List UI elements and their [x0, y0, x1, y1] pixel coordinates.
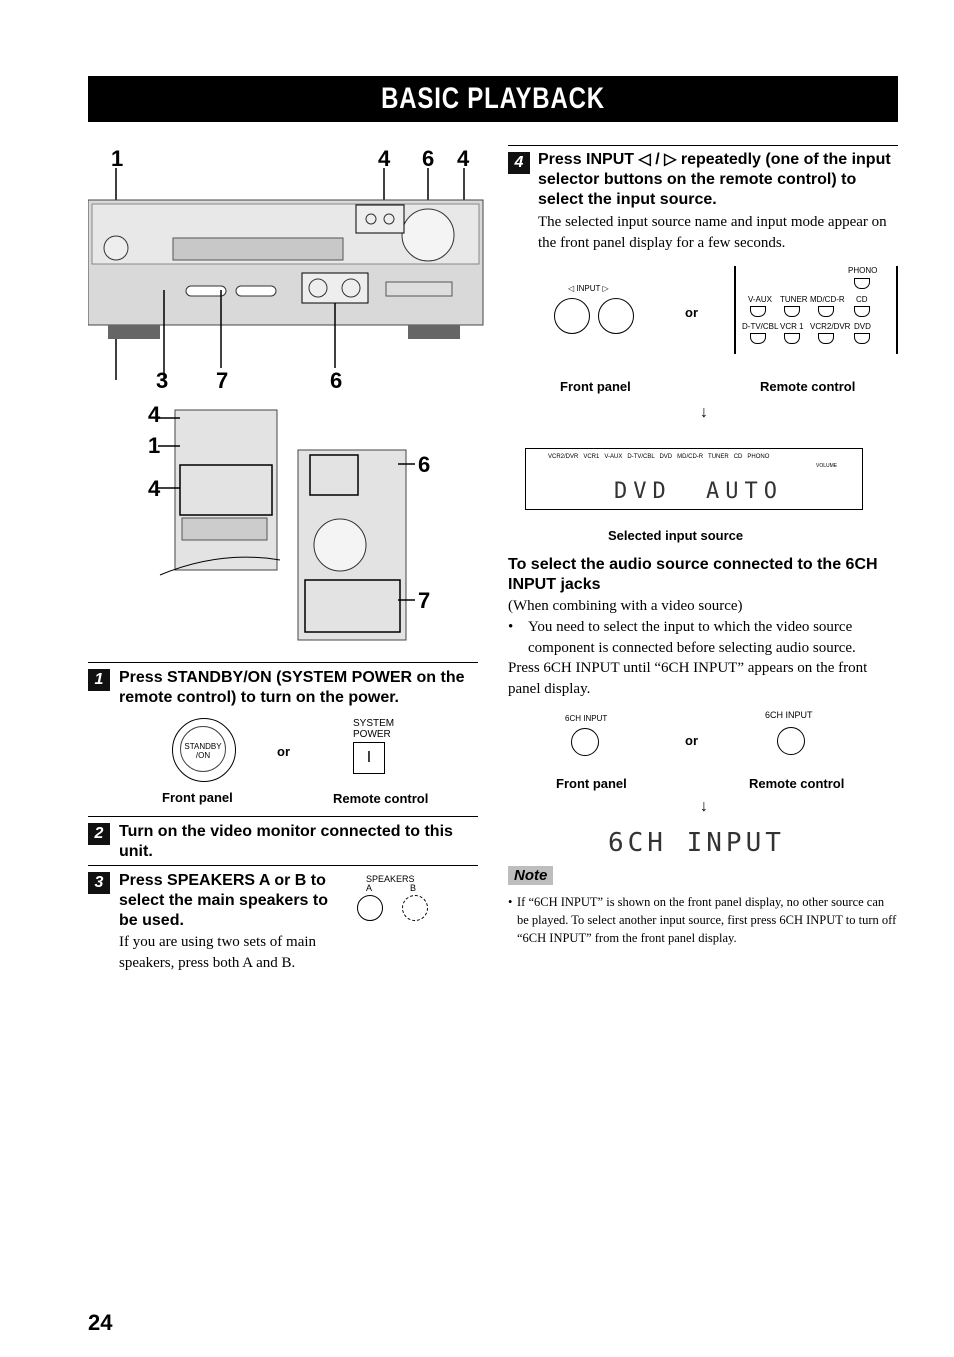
remote-dtv-label: D-TV/CBL [742, 322, 779, 331]
remote-mdcdr-label: MD/CD-R [810, 295, 845, 304]
step1-rule [88, 662, 478, 663]
remote-cd-label: CD [856, 295, 868, 304]
display-sources: VCR2/DVR VCR1 V-AUX D-TV/CBL DVD MD/CD-R… [548, 454, 770, 460]
step1-front-panel: Front panel [162, 790, 233, 805]
sixch-line2: Press 6CH INPUT until “6CH INPUT” appear… [508, 660, 868, 697]
sixch-front-panel: Front panel [556, 776, 627, 791]
step3-body: If you are using two sets of main speake… [119, 934, 317, 971]
receiver-illustration [87, 168, 484, 380]
sixch-bullet-marker: • [508, 619, 514, 635]
sixch-line1: (When combining with a video source) [508, 598, 743, 614]
step4-or: or [685, 305, 698, 320]
remote-tuner-button[interactable] [784, 306, 800, 317]
step1-or: or [277, 744, 290, 759]
system-power-key: I [366, 749, 372, 766]
note-label: Note [508, 866, 554, 885]
callout-1: 1 [111, 146, 124, 171]
step2-title: Turn on the video monitor connected to t… [119, 823, 453, 860]
display-volume-label: VOLUME [816, 463, 838, 469]
standby-label: STANDBY /ON [180, 726, 226, 772]
speaker-a-button[interactable] [357, 895, 383, 921]
remote-vcr1-label: VCR 1 [780, 322, 804, 331]
step1-title: Press STANDBY/ON (SYSTEM POWER on the re… [119, 669, 465, 706]
note-bullet-marker: • [508, 895, 513, 909]
remote-vaux-button[interactable] [750, 306, 766, 317]
input-left-button[interactable] [554, 298, 590, 334]
sixch-heading: To select the audio source connected to … [508, 556, 878, 593]
sixch-label-right: 6CH INPUT [765, 710, 813, 720]
page-title: BASIC PLAYBACK [381, 82, 605, 115]
step3-title: Press SPEAKERS A or B to select the main… [119, 872, 328, 929]
remote-callout-6: 6 [418, 452, 431, 477]
receiver-figure: 1 4 6 4 3 7 6 [87, 140, 488, 400]
step1-remote-control: Remote control [333, 791, 429, 806]
remote-vcr2-button[interactable] [818, 333, 834, 344]
callout-4a: 4 [378, 146, 391, 171]
step4-front-panel: Front panel [560, 379, 631, 394]
sixch-remote-control: Remote control [749, 776, 845, 791]
page-number: 24 [88, 1310, 113, 1335]
sixch-label-left: 6CH INPUT [565, 714, 608, 723]
remote-vcr2-label: VCR2/DVR [810, 322, 851, 331]
step1-badge: 1 [88, 669, 110, 691]
step3-badge: 3 [88, 872, 110, 894]
callout-7: 7 [216, 368, 229, 393]
system-power-button[interactable]: I [353, 742, 385, 774]
remote-phono-button[interactable] [854, 278, 870, 289]
down-arrow-icon: ↓ [700, 404, 708, 421]
callout-6b: 6 [330, 368, 343, 393]
input-label: ◁ INPUT ▷ [568, 284, 609, 293]
sixch-display-text: 6CH INPUT [608, 828, 785, 858]
display-text-right: AUTO [706, 479, 783, 504]
callout-6: 6 [422, 146, 435, 171]
step2-rule [88, 816, 478, 817]
step4-remote-control: Remote control [760, 379, 856, 394]
speaker-b-button[interactable] [402, 895, 428, 921]
standby-button[interactable]: STANDBY /ON [172, 718, 236, 782]
remote-dvd-button[interactable] [854, 333, 870, 344]
sixch-or: or [685, 733, 698, 748]
remote-input-panel: PHONO V-AUX TUNER MD/CD-R CD D-TV/CBL VC… [734, 266, 898, 354]
speaker-b-label: B [410, 883, 417, 893]
remote-phono-label: PHONO [848, 266, 878, 275]
callout-4b: 4 [457, 146, 470, 171]
remote-tuner-label: TUNER [780, 295, 808, 304]
note-text: If “6CH INPUT” is shown on the front pan… [517, 895, 897, 945]
callout-3: 3 [156, 368, 169, 393]
front-display: VCR2/DVR VCR1 V-AUX D-TV/CBL DVD MD/CD-R… [525, 448, 863, 510]
remote-callout-1: 1 [148, 433, 161, 458]
remote-dvd-label: DVD [854, 322, 871, 331]
remote-vcr1-button[interactable] [784, 333, 800, 344]
step4-badge: 4 [508, 152, 530, 174]
speakers-label: SPEAKERS [366, 874, 415, 884]
step4-body: The selected input source name and input… [538, 214, 887, 251]
sixch-bullet: You need to select the input to which th… [528, 619, 856, 656]
system-power-label-2: POWER [353, 729, 391, 740]
remote-illustration [158, 409, 415, 641]
step4-rule [508, 145, 898, 146]
remote-callout-4a: 4 [148, 402, 161, 427]
remote-figure: 4 1 4 6 7 [140, 400, 440, 645]
remote-callout-7: 7 [418, 588, 431, 613]
speaker-a-label: A [366, 883, 373, 893]
remote-cd-button[interactable] [854, 306, 870, 317]
sixch-front-button[interactable] [571, 728, 599, 756]
step4-title: Press INPUT ◁ / ▷ repeatedly (one of the… [538, 151, 891, 208]
step3-rule [88, 865, 478, 866]
page-header: BASIC PLAYBACK [88, 76, 898, 122]
remote-dtv-button[interactable] [750, 333, 766, 344]
remote-callout-4b: 4 [148, 476, 161, 501]
down-arrow-icon-2: ↓ [700, 798, 708, 815]
input-right-button[interactable] [598, 298, 634, 334]
step2-badge: 2 [88, 823, 110, 845]
sixch-remote-button[interactable] [777, 727, 805, 755]
remote-vaux-label: V-AUX [748, 295, 773, 304]
display-text-left: DVD [614, 479, 672, 504]
display-caption: Selected input source [608, 528, 744, 543]
remote-mdcdr-button[interactable] [818, 306, 834, 317]
system-power-label-1: SYSTEM [353, 718, 395, 729]
